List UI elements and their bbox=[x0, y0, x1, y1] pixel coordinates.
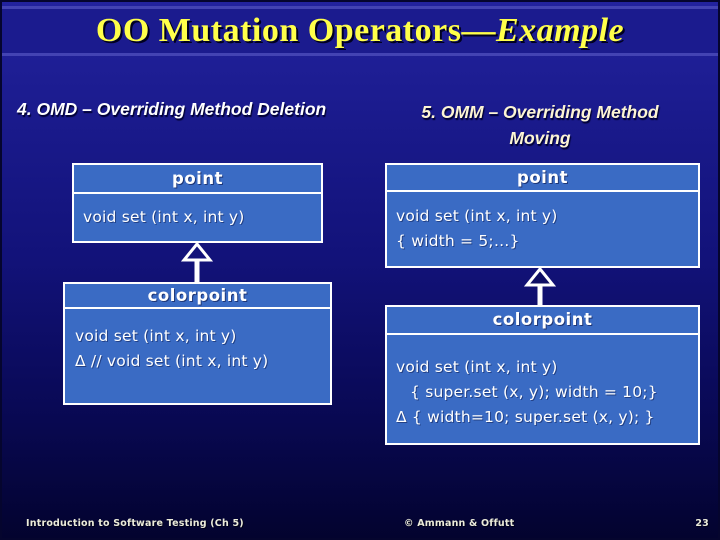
class-member: void set (int x, int y) bbox=[396, 358, 558, 376]
class-member: { super.set (x, y); width = 10;} bbox=[410, 383, 658, 401]
class-name-point-right: point bbox=[387, 165, 698, 192]
class-member-mutated: Δ { width=10; super.set (x, y); } bbox=[396, 408, 655, 426]
class-member-mutated: Δ // void set (int x, int y) bbox=[75, 352, 269, 370]
class-name-colorpoint-left: colorpoint bbox=[65, 284, 330, 309]
arrow-head bbox=[524, 266, 556, 287]
class-members-point-right: void set (int x, int y) { width = 5;…} bbox=[387, 192, 698, 254]
heading-omd: 4. OMD – Overriding Method Deletion bbox=[17, 99, 327, 119]
class-name-point-left: point bbox=[74, 165, 321, 194]
class-box-point-left: point void set (int x, int y) bbox=[72, 163, 323, 243]
page-title: OO Mutation Operators—Example bbox=[96, 12, 624, 50]
footer-book-title: Introduction to Software Testing (Ch 5) bbox=[26, 518, 244, 529]
title-band: OO Mutation Operators—Example bbox=[2, 6, 718, 56]
arrow-stem bbox=[194, 259, 200, 285]
inheritance-arrow-left-icon bbox=[181, 241, 213, 285]
page-title-emphasis: Example bbox=[495, 12, 625, 49]
class-member: { width = 5;…} bbox=[396, 232, 520, 250]
arrow-stem bbox=[537, 284, 543, 308]
class-box-colorpoint-left: colorpoint void set (int x, int y) Δ // … bbox=[63, 282, 332, 405]
page-number: 23 bbox=[695, 518, 709, 529]
arrow-head bbox=[181, 241, 213, 262]
inheritance-arrow-right-icon bbox=[524, 266, 556, 308]
class-member: void set (int x, int y) bbox=[83, 208, 245, 226]
class-members-point-left: void set (int x, int y) bbox=[74, 194, 321, 230]
page-title-main: OO Mutation Operators— bbox=[95, 12, 496, 49]
class-member: void set (int x, int y) bbox=[396, 207, 558, 225]
footer-copyright: © Ammann & Offutt bbox=[404, 518, 515, 529]
class-members-colorpoint-right: void set (int x, int y) { super.set (x, … bbox=[387, 335, 698, 430]
class-member: void set (int x, int y) bbox=[75, 327, 237, 345]
class-members-colorpoint-left: void set (int x, int y) Δ // void set (i… bbox=[65, 309, 330, 374]
class-box-point-right: point void set (int x, int y) { width = … bbox=[385, 163, 700, 268]
heading-omm: 5. OMM – Overriding Method Moving bbox=[421, 102, 659, 148]
class-name-colorpoint-right: colorpoint bbox=[387, 307, 698, 335]
class-box-colorpoint-right: colorpoint void set (int x, int y) { sup… bbox=[385, 305, 700, 445]
